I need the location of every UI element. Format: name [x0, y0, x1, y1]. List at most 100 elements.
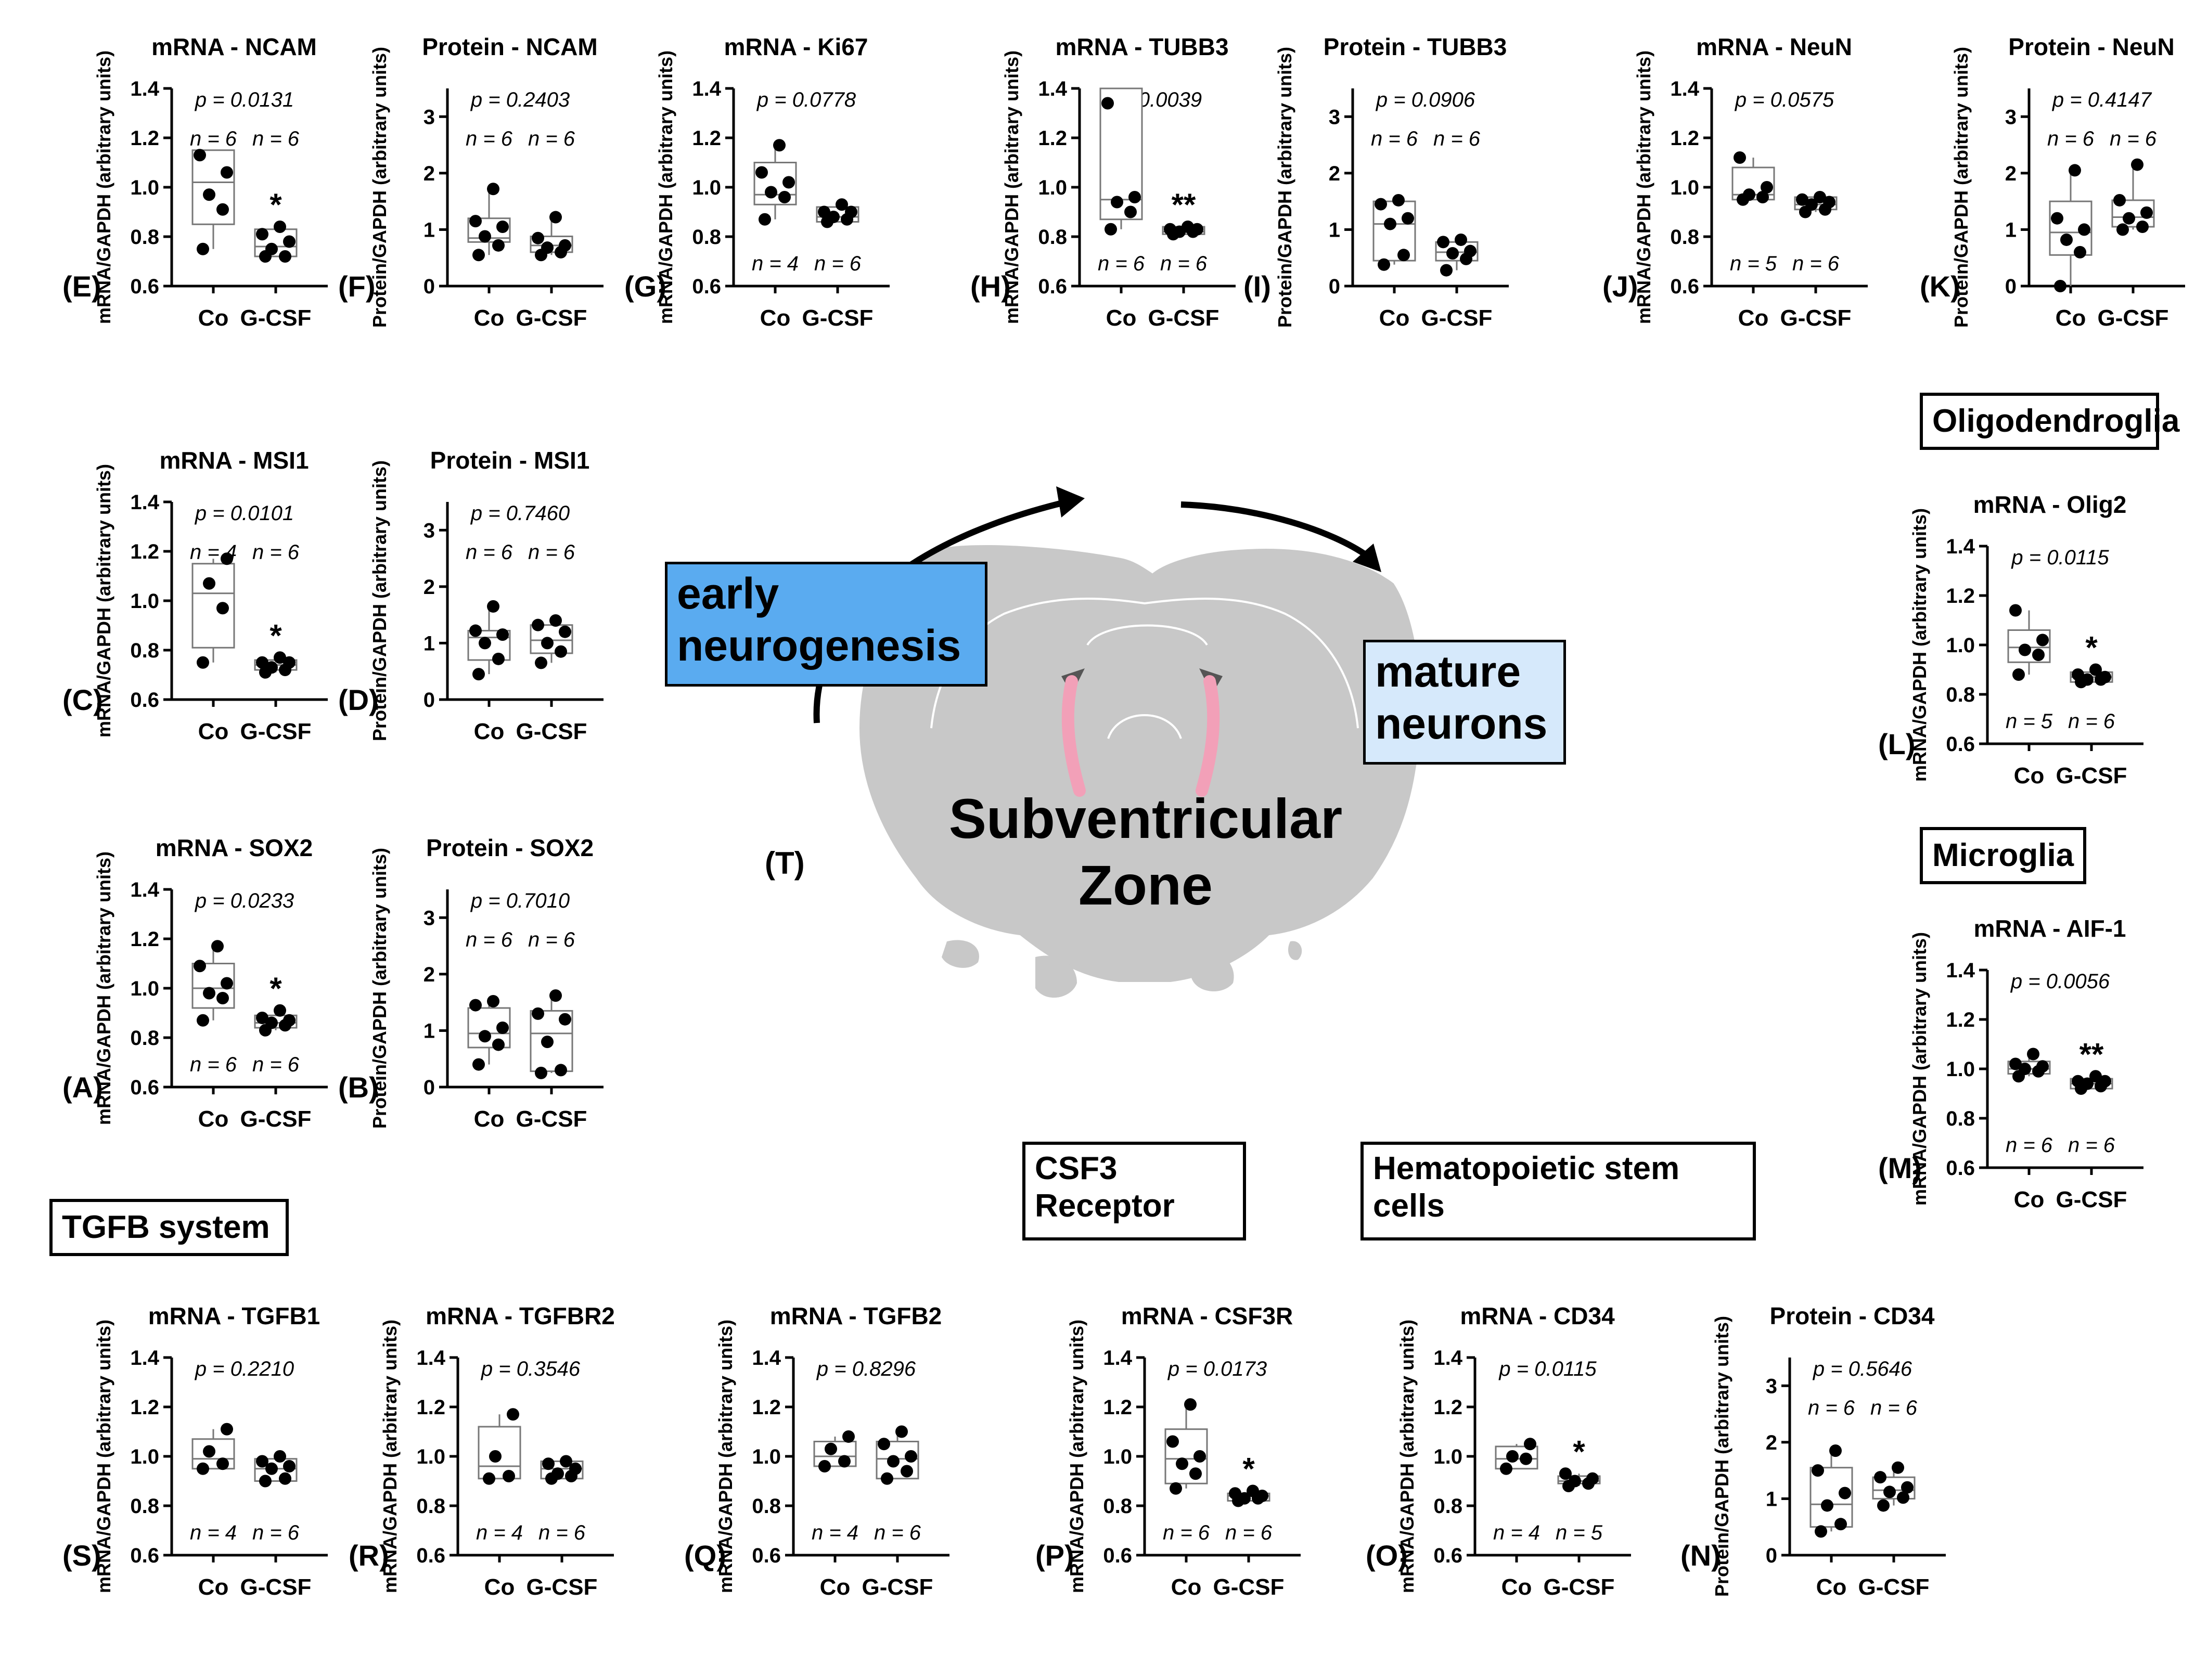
y-tick-label: 1.4	[130, 1347, 159, 1369]
y-tick-label: 1.2	[1946, 585, 1975, 608]
y-axis-label: mRNA/GAPDH (arbitrary units)	[1909, 508, 1930, 782]
x-tick-label: G-CSF	[1213, 1574, 1285, 1600]
panel-letter: (F)	[338, 270, 376, 303]
section-tgfb: TGFB system	[49, 1199, 289, 1256]
y-tick-label: 0.8	[1670, 226, 1699, 249]
y-tick-label: 1.0	[752, 1445, 781, 1468]
n-label: n = 6	[466, 541, 513, 564]
data-point	[2089, 1070, 2102, 1083]
data-point	[818, 205, 830, 218]
data-point	[1256, 1490, 1268, 1502]
panel-letter: (Q)	[684, 1539, 726, 1572]
y-tick-label: 3	[1329, 106, 1340, 128]
data-point	[496, 1022, 509, 1034]
y-tick-label: 0.6	[130, 1076, 159, 1099]
chart-title: mRNA - MSI1	[159, 447, 309, 474]
y-tick-label: 0.8	[130, 639, 159, 662]
data-point	[1440, 264, 1453, 277]
significance-marker: *	[269, 187, 282, 222]
data-point	[1101, 97, 1114, 110]
x-tick-label: Co	[484, 1574, 515, 1600]
data-point	[197, 1014, 209, 1027]
y-axis-label: mRNA/GAPDH (arbitrary units)	[93, 851, 114, 1125]
chart-title: mRNA - AIF-1	[1973, 915, 2126, 942]
panel-letter: (B)	[338, 1071, 379, 1104]
y-tick-label: 1.2	[1433, 1396, 1462, 1419]
data-point	[2051, 212, 2063, 225]
y-tick-label: 1.4	[1946, 959, 1975, 982]
data-point	[825, 1442, 837, 1455]
x-tick-label: Co	[2014, 763, 2045, 789]
y-axis-label: Protein/GAPDH (arbitrary units)	[369, 47, 390, 328]
data-point	[1375, 198, 1387, 211]
n-label: n = 6	[2110, 127, 2157, 150]
x-tick-label: G-CSF	[516, 1106, 587, 1132]
x-tick-label: Co	[198, 719, 229, 744]
data-point	[1397, 249, 1410, 262]
y-tick-label: 1.4	[416, 1347, 445, 1369]
n-label: n = 6	[1163, 1521, 1210, 1544]
data-point	[2019, 643, 2031, 656]
x-tick-label: G-CSF	[1421, 305, 1493, 331]
y-tick-label: 1.0	[1103, 1445, 1132, 1468]
data-point	[559, 1013, 571, 1026]
data-point	[1384, 217, 1396, 230]
data-point	[755, 166, 768, 179]
data-point	[492, 239, 505, 252]
data-point	[2027, 1048, 2039, 1061]
y-tick-label: 0.6	[416, 1544, 445, 1567]
arrow-curve-2	[1180, 501, 1370, 559]
chart-title: mRNA - NeuN	[1696, 33, 1852, 60]
chart-title: mRNA - Ki67	[724, 33, 868, 60]
y-tick-label: 2	[423, 576, 435, 599]
data-point	[1105, 223, 1117, 236]
data-point	[256, 656, 268, 669]
x-tick-label: G-CSF	[1780, 305, 1852, 331]
y-tick-label: 3	[423, 907, 435, 929]
box	[191, 149, 235, 225]
arrow-head-1	[1056, 486, 1085, 518]
data-point	[1170, 1482, 1182, 1495]
panel-letter: (H)	[970, 270, 1011, 303]
panel-letter: (O)	[1366, 1539, 1408, 1572]
p-value: p = 0.8296	[816, 1358, 916, 1380]
n-label: n = 6	[252, 541, 300, 564]
data-point	[469, 999, 482, 1012]
data-point	[1238, 1492, 1251, 1505]
x-tick-label: Co	[198, 305, 229, 331]
y-tick-label: 1.0	[692, 176, 721, 199]
x-tick-label: Co	[198, 1106, 229, 1132]
data-point	[472, 668, 485, 681]
n-label: n = 6	[252, 1521, 300, 1544]
data-point	[2009, 604, 2022, 617]
data-point	[503, 1470, 515, 1482]
data-point	[1569, 1475, 1581, 1488]
y-tick-label: 0.6	[130, 689, 159, 712]
y-tick-label: 0.6	[1433, 1544, 1462, 1567]
y-tick-label: 2	[423, 963, 435, 986]
data-point	[1874, 1471, 1886, 1484]
data-point	[2078, 223, 2090, 236]
data-point	[216, 1457, 229, 1470]
data-point	[541, 1036, 554, 1049]
y-tick-label: 1.0	[130, 176, 159, 199]
chart-title: mRNA - Olig2	[1973, 491, 2127, 518]
data-point	[842, 1430, 855, 1443]
y-tick-label: 0.6	[1103, 1544, 1132, 1567]
svz-label: Subventricular Zone	[948, 787, 1343, 916]
y-tick-label: 0	[1766, 1544, 1777, 1567]
n-label: n = 6	[528, 541, 575, 564]
x-tick-label: Co	[1106, 305, 1137, 331]
data-point	[216, 992, 229, 1004]
y-tick-label: 1.4	[1433, 1347, 1462, 1369]
x-tick-label: G-CSF	[1148, 305, 1219, 331]
data-point	[532, 1007, 544, 1020]
y-tick-label: 0	[423, 689, 435, 712]
data-point	[496, 221, 509, 233]
y-tick-label: 1.2	[1670, 127, 1699, 150]
